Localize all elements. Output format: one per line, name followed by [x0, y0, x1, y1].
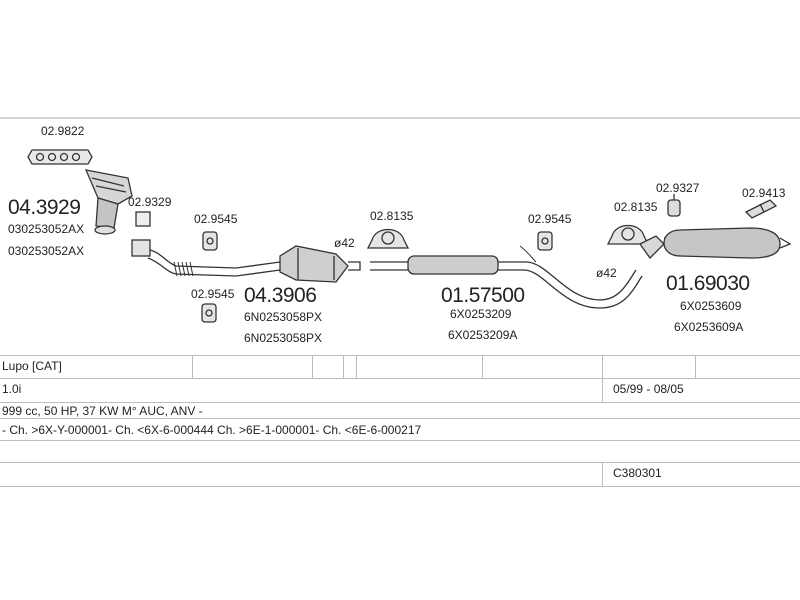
- table-col-divider: [192, 355, 193, 378]
- part-number-label: 01.69030: [666, 272, 750, 295]
- oe-number-label: 6X0253609: [680, 299, 742, 313]
- part-number-label: 02.9822: [41, 124, 85, 138]
- part-number-label: 02.9545: [528, 212, 572, 226]
- hanger-part: [537, 231, 553, 251]
- diameter-label: ø42: [334, 236, 355, 250]
- table-divider: [0, 418, 800, 419]
- table-col-divider: [695, 355, 696, 378]
- oe-number-label: 6N0253058PX: [244, 331, 323, 345]
- clamp-part: [366, 228, 410, 249]
- part-number-label: 02.9545: [191, 287, 235, 301]
- part-number-label: 02.9327: [656, 181, 700, 195]
- table-col-divider: [482, 355, 483, 378]
- part-number-label: 02.8135: [614, 200, 658, 214]
- oe-number-label: 6N0253058PX: [244, 310, 323, 324]
- oe-number-label: 030253052AX: [8, 222, 85, 236]
- spec-cell: 999 cc, 50 HP, 37 KW M° AUC, ANV -: [2, 404, 203, 418]
- table-divider: [0, 355, 800, 356]
- engine-cell: 1.0i: [2, 382, 22, 396]
- rear-hanger-part: [667, 194, 681, 217]
- catalyst-part: [279, 245, 361, 283]
- table-divider: [0, 378, 800, 379]
- exhaust-diagram: [0, 117, 800, 323]
- rear-silencer-part: [639, 227, 792, 260]
- oe-number-label: 6X0253609A: [674, 320, 744, 334]
- oe-number-label: 6X0253209: [450, 307, 512, 321]
- middle-silencer-part: [370, 245, 643, 309]
- part-number-label: 01.57500: [441, 284, 525, 307]
- code-cell: C380301: [613, 466, 662, 480]
- manifold-gasket-part: [27, 149, 93, 165]
- small-gasket-part: [135, 211, 151, 227]
- table-divider: [0, 440, 800, 441]
- hanger-part: [202, 231, 218, 251]
- rear-clip-part: [744, 199, 778, 219]
- table-divider: [0, 462, 800, 463]
- manifold-catalyst-part: [84, 169, 133, 235]
- oe-number-label: 030253052AX: [8, 244, 85, 258]
- part-number-label: 02.9413: [742, 186, 786, 200]
- table-divider: [0, 402, 800, 403]
- part-number-label: 02.9545: [194, 212, 238, 226]
- part-number-label: 02.8135: [370, 209, 414, 223]
- clamp-part: [606, 224, 650, 245]
- table-col-divider: [602, 378, 603, 402]
- table-col-divider: [602, 355, 603, 378]
- period-cell: 05/99 - 08/05: [613, 382, 684, 396]
- downpipe-part: [131, 239, 281, 277]
- hanger-part: [201, 303, 217, 323]
- part-number-label: 04.3906: [244, 284, 317, 307]
- part-number-label: 04.3929: [8, 196, 81, 219]
- model-cell: Lupo [CAT]: [2, 359, 62, 373]
- table-col-divider: [356, 355, 357, 378]
- table-col-divider: [312, 355, 313, 378]
- diameter-label: ø42: [596, 266, 617, 280]
- oe-number-label: 6X0253209A: [448, 328, 518, 342]
- table-divider: [0, 486, 800, 487]
- table-col-divider: [343, 355, 344, 378]
- table-col-divider: [602, 462, 603, 486]
- part-number-label: 02.9329: [128, 195, 172, 209]
- chassis-cell: - Ch. >6X-Y-000001- Ch. <6X-6-000444 Ch.…: [2, 423, 422, 437]
